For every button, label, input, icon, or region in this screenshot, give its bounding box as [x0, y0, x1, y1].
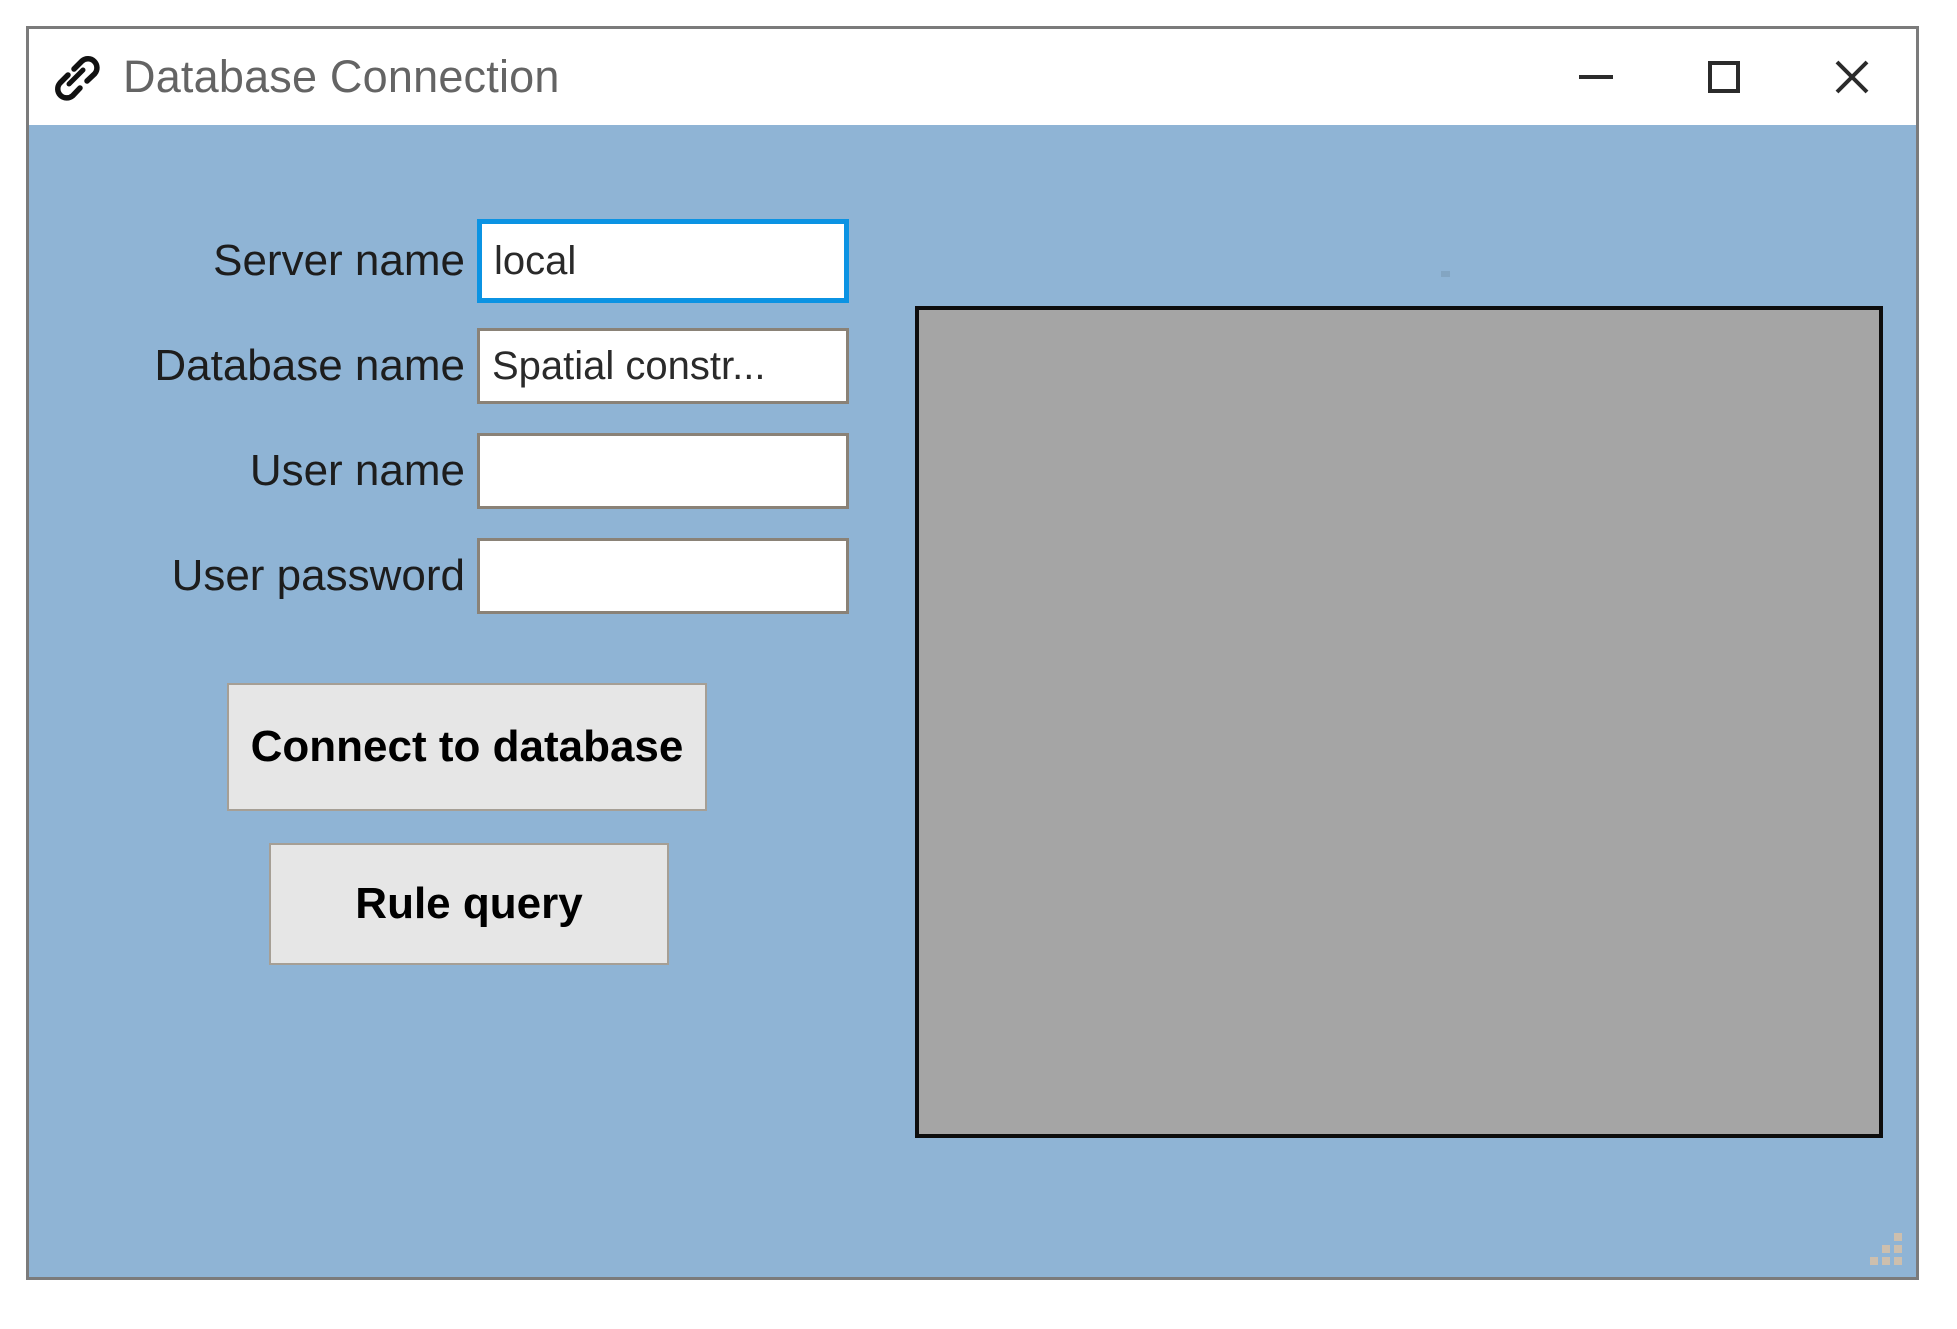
window-title: Database Connection — [123, 51, 560, 102]
form-row-database-name: Database name — [29, 326, 849, 406]
user-password-input[interactable] — [477, 538, 849, 614]
database-name-input[interactable] — [477, 328, 849, 404]
results-display-panel[interactable] — [915, 306, 1883, 1138]
window-controls — [1532, 29, 1916, 125]
maximize-button[interactable] — [1660, 29, 1788, 125]
link-chain-icon — [47, 48, 105, 106]
user-name-input[interactable] — [477, 433, 849, 509]
database-name-label: Database name — [154, 341, 465, 390]
minimize-icon — [1579, 75, 1613, 79]
connection-form: Server name Database name User name User… — [29, 219, 849, 965]
panel-marker-dot — [1441, 271, 1450, 277]
form-row-user-password: User password — [29, 536, 849, 616]
user-password-label: User password — [171, 551, 465, 600]
resize-grip[interactable] — [1868, 1231, 1902, 1265]
maximize-icon — [1708, 61, 1740, 93]
minimize-button[interactable] — [1532, 29, 1660, 125]
connect-button-row: Connect to database — [29, 641, 849, 811]
close-icon — [1835, 60, 1869, 94]
rule-query-button[interactable]: Rule query — [269, 843, 669, 965]
server-name-input[interactable] — [477, 219, 849, 303]
connect-to-database-button[interactable]: Connect to database — [227, 683, 707, 811]
database-connection-window: Database Connection Server name — [26, 26, 1919, 1280]
client-area: Server name Database name User name User… — [29, 125, 1916, 1277]
title-bar[interactable]: Database Connection — [29, 29, 1916, 125]
form-row-user-name: User name — [29, 431, 849, 511]
user-name-label: User name — [249, 446, 465, 495]
close-button[interactable] — [1788, 29, 1916, 125]
form-row-server-name: Server name — [29, 219, 849, 303]
server-name-label: Server name — [213, 236, 465, 285]
rule-query-button-row: Rule query — [29, 811, 849, 965]
